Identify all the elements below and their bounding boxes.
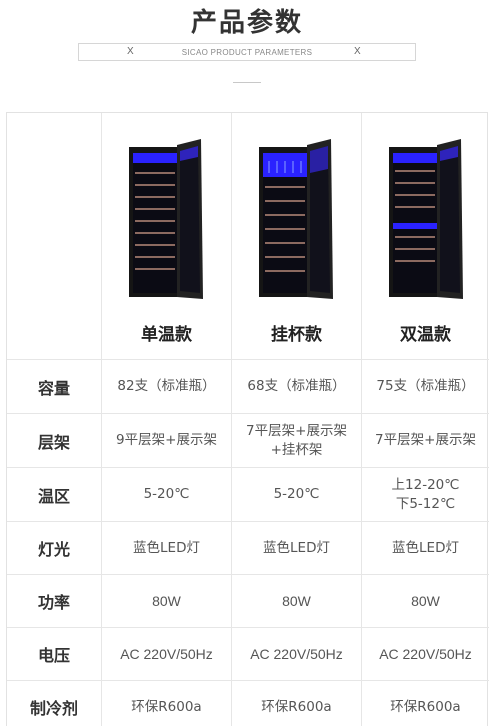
page-title: 产品参数 xyxy=(190,8,303,38)
grid-line xyxy=(7,574,489,575)
grid-line xyxy=(231,113,232,726)
row-label-power: 功率 xyxy=(37,593,70,612)
grid-line xyxy=(361,113,362,726)
spec-value: 68支（标准瓶） xyxy=(247,378,346,394)
grid-line xyxy=(101,113,102,726)
spec-table: 单温款 挂杯款 双温款 容量 82支（标准瓶） 68支（标准瓶） 75支（标准瓶… xyxy=(6,112,489,726)
row-label-temperature-zone: 温区 xyxy=(37,486,70,506)
spec-value: AC 220V/50Hz xyxy=(250,645,343,662)
spec-value: 82支（标准瓶） xyxy=(117,378,216,394)
spec-value: 上12-20℃ 下5-12℃ xyxy=(391,476,460,512)
grid-line xyxy=(7,413,489,414)
spec-value: 环保R600a xyxy=(131,698,202,715)
spec-value: 5-20℃ xyxy=(143,486,190,502)
spec-value: 环保R600a xyxy=(390,698,461,715)
product-name: 单温款 xyxy=(141,324,192,345)
grid-line xyxy=(7,521,489,522)
subtitle-bar: X SICAO PRODUCT PARAMETERS X xyxy=(78,43,416,61)
product-image-single-zone xyxy=(127,139,207,307)
close-mark-left: X xyxy=(127,46,134,57)
spec-value: 蓝色LED灯 xyxy=(133,539,200,556)
grid-line xyxy=(7,359,489,360)
row-label-capacity: 容量 xyxy=(37,378,70,398)
spec-value: AC 220V/50Hz xyxy=(120,645,213,662)
spec-value: AC 220V/50Hz xyxy=(379,645,472,662)
product-image-dual-zone xyxy=(387,139,467,307)
spec-value: 80W xyxy=(152,592,181,609)
spec-value: 蓝色LED灯 xyxy=(392,539,459,556)
spec-value: 75支（标准瓶） xyxy=(376,378,475,394)
spec-value: 5-20℃ xyxy=(273,486,320,502)
grid-line xyxy=(7,467,489,468)
row-label-lighting: 灯光 xyxy=(37,540,70,559)
subtitle-text: SICAO PRODUCT PARAMETERS xyxy=(181,47,313,57)
spec-value: 9平层架+展示架 xyxy=(116,432,217,448)
close-mark-right: X xyxy=(354,46,361,57)
grid-line xyxy=(7,627,489,628)
title-divider xyxy=(233,82,261,83)
product-name: 双温款 xyxy=(400,324,451,345)
row-label-shelves: 层架 xyxy=(37,432,70,452)
row-label-voltage: 电压 xyxy=(37,646,70,665)
grid-line xyxy=(7,680,489,681)
product-name: 挂杯款 xyxy=(271,324,322,345)
product-image-glass-rack xyxy=(257,139,337,307)
row-label-refrigerant: 制冷剂 xyxy=(29,699,78,718)
spec-value: 80W xyxy=(411,592,440,609)
spec-value: 7平层架+展示架 xyxy=(375,432,476,448)
spec-value: 蓝色LED灯 xyxy=(263,539,330,556)
spec-value: 7平层架+展示架 +挂杯架 xyxy=(246,422,347,458)
spec-value: 环保R600a xyxy=(261,698,332,715)
spec-value: 80W xyxy=(282,592,311,609)
